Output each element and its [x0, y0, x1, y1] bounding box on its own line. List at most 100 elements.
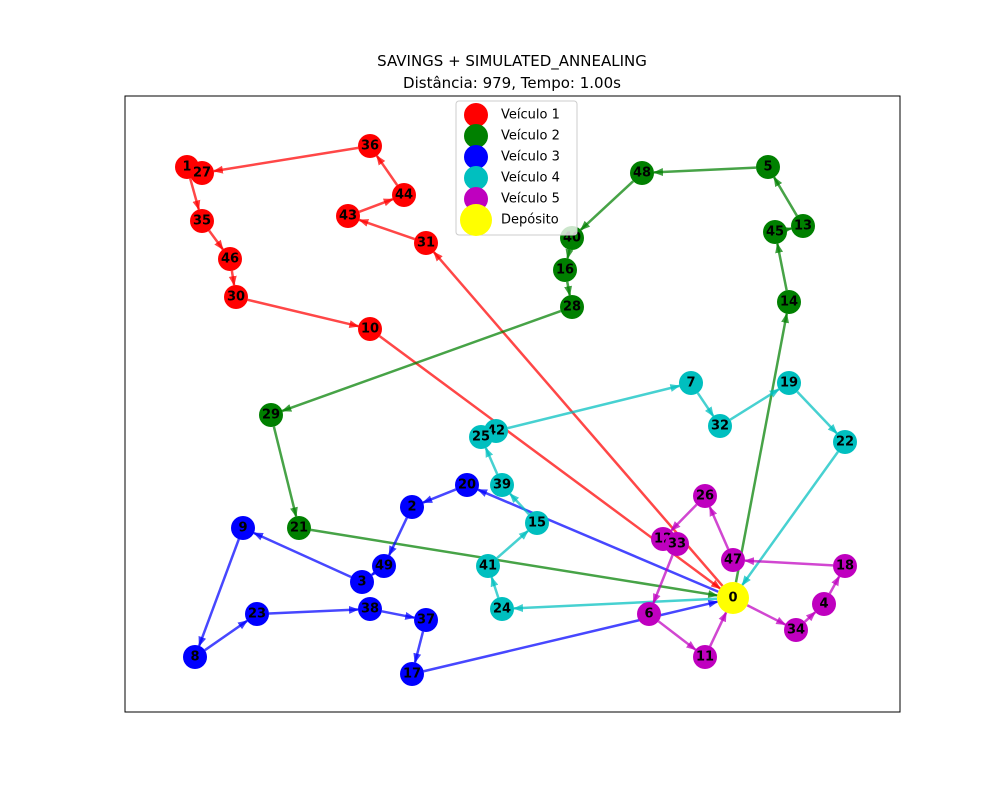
node-circle	[777, 371, 801, 395]
route-edge	[696, 392, 715, 417]
node-circle	[812, 592, 836, 616]
node-circle	[777, 290, 801, 314]
route-edge	[208, 229, 224, 251]
legend-marker	[464, 187, 488, 211]
route-edge	[741, 451, 840, 586]
customer-node: 3	[350, 570, 374, 594]
route-edge	[796, 390, 838, 435]
route-edge	[198, 538, 240, 647]
legend-marker	[464, 166, 488, 190]
customer-node: 36	[358, 134, 382, 158]
node-label: 18	[836, 559, 854, 574]
node-label: 10	[361, 322, 379, 337]
route-edge	[228, 270, 237, 287]
node-label: 44	[395, 188, 413, 203]
node-label: 20	[458, 478, 476, 493]
node-circle	[336, 204, 360, 228]
customer-node: 5	[756, 155, 780, 179]
customer-node: 10	[358, 317, 382, 341]
node-label: 29	[262, 408, 280, 423]
node-label: 43	[339, 209, 357, 224]
customer-node: 11	[693, 645, 717, 669]
legend-entry: Veículo 5	[464, 187, 560, 211]
legend-entry: Veículo 1	[464, 103, 560, 127]
legend-marker	[464, 124, 488, 148]
route-edge	[652, 554, 674, 604]
route-edge	[370, 566, 382, 576]
node-label: 9	[238, 521, 247, 536]
node-circle	[392, 183, 416, 207]
legend-label: Depósito	[501, 213, 559, 228]
route-edge	[507, 384, 681, 430]
customer-node: 34	[784, 618, 808, 642]
chart-subtitle: Distância: 979, Tempo: 1.00s	[403, 74, 621, 92]
customer-node: 13	[791, 214, 815, 238]
route-edge	[375, 155, 399, 186]
route-edge	[272, 426, 298, 518]
customer-node: 23	[245, 602, 269, 626]
node-circle	[476, 554, 500, 578]
route-edge	[657, 620, 697, 651]
route-edge	[708, 506, 730, 550]
customer-node: 41	[476, 554, 500, 578]
node-circle	[287, 516, 311, 540]
node-label: 3	[357, 575, 366, 590]
route-edge	[509, 492, 530, 516]
node-label: 16	[556, 263, 574, 278]
node-circle	[358, 597, 382, 621]
node-circle	[490, 473, 514, 497]
node-circle	[525, 511, 549, 535]
customer-node: 38	[358, 597, 382, 621]
route-edge	[746, 604, 787, 626]
route-edges	[188, 146, 841, 673]
node-circle	[414, 231, 438, 255]
customer-node: 17	[400, 662, 424, 686]
customer-node: 46	[218, 247, 242, 271]
customer-node: 44	[392, 183, 416, 207]
node-label: 27	[193, 166, 211, 181]
customer-node: 49	[372, 554, 396, 578]
node-label: 28	[563, 300, 581, 315]
node-circle	[833, 554, 857, 578]
node-label: 48	[633, 166, 651, 181]
node-circle	[679, 371, 703, 395]
node-circle	[791, 214, 815, 238]
node-circle	[637, 602, 661, 626]
node-label: 17	[403, 667, 421, 682]
node-label: 49	[375, 559, 393, 574]
node-label: 22	[836, 435, 854, 450]
route-edge	[670, 503, 698, 532]
depot-node: 0	[717, 582, 749, 614]
route-edge	[743, 557, 834, 567]
route-edge	[204, 619, 248, 652]
customer-node: 27	[190, 161, 214, 185]
node-circle	[469, 425, 493, 449]
customer-node: 30	[224, 285, 248, 309]
legend-marker	[464, 103, 488, 127]
legend-marker	[464, 145, 488, 169]
node-circle	[784, 618, 808, 642]
route-edge	[565, 248, 574, 260]
node-circle	[400, 662, 424, 686]
route-edge	[652, 166, 757, 176]
customer-node: 43	[336, 204, 360, 228]
node-circle	[693, 645, 717, 669]
node-circle	[245, 602, 269, 626]
legend-label: Veículo 3	[501, 150, 560, 165]
node-label: 46	[221, 252, 239, 267]
customer-node: 9	[231, 516, 255, 540]
node-circle	[400, 495, 424, 519]
node-label: 23	[248, 607, 266, 622]
node-label: 7	[686, 376, 695, 391]
customer-node: 47	[721, 548, 745, 572]
node-circle	[455, 473, 479, 497]
route-edge	[413, 631, 425, 664]
route-edge	[734, 312, 790, 583]
route-edge	[775, 242, 788, 291]
route-edge	[212, 146, 359, 174]
node-circle	[190, 209, 214, 233]
node-circle	[259, 403, 283, 427]
route-edge	[484, 447, 499, 475]
